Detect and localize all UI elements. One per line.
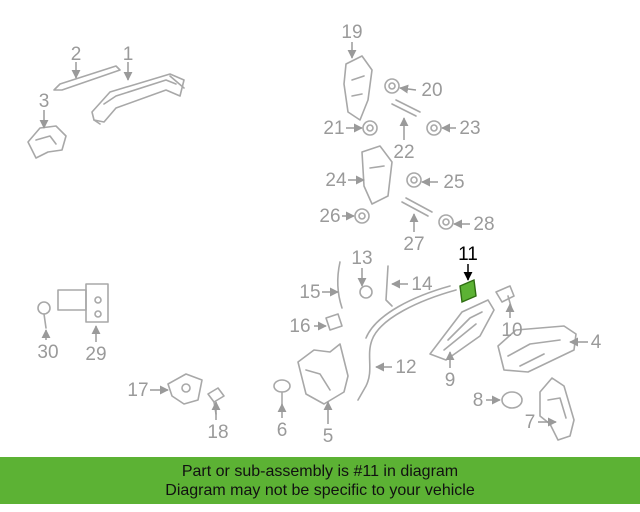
callout-21: 21 xyxy=(323,118,344,139)
part-5-cover xyxy=(297,343,349,405)
part-2-seal xyxy=(53,65,121,91)
part-23-nut xyxy=(426,120,442,136)
callout-8: 8 xyxy=(473,390,484,411)
part-30-bolt xyxy=(37,301,51,329)
banner-line-disclaimer: Diagram may not be specific to your vehi… xyxy=(165,481,475,499)
callout-25: 25 xyxy=(443,172,464,193)
part-19-reinforcement xyxy=(343,55,373,121)
callout-4: 4 xyxy=(591,332,602,353)
banner-line-part-info: Part or sub-assembly is #11 in diagram xyxy=(181,462,459,480)
callout-12: 12 xyxy=(395,357,416,378)
callout-30: 30 xyxy=(37,342,58,363)
callout-15: 15 xyxy=(299,282,320,303)
callout-9: 9 xyxy=(445,370,456,391)
part-3-bezel xyxy=(27,125,67,159)
callout-18: 18 xyxy=(207,422,228,443)
callout-2: 2 xyxy=(71,44,82,65)
part-28-nut xyxy=(438,214,454,230)
part-21-nut xyxy=(362,120,378,136)
callout-6: 6 xyxy=(277,420,288,441)
callout-22: 22 xyxy=(393,142,414,163)
info-banner: Part or sub-assembly is #11 in diagram D… xyxy=(0,457,640,504)
part-20-bolt xyxy=(384,78,400,94)
part-17-bracket xyxy=(167,373,203,405)
part-11-switch-highlighted xyxy=(459,278,477,304)
part-16-clip xyxy=(325,313,343,331)
callout-3: 3 xyxy=(39,91,50,112)
callout-7: 7 xyxy=(525,412,536,433)
part-6-grommet xyxy=(273,379,291,405)
callout-28: 28 xyxy=(473,214,494,235)
callout-24: 24 xyxy=(325,170,347,191)
part-24-hinge-plate xyxy=(361,145,393,205)
part-25-bolt xyxy=(406,172,422,188)
callout-10: 10 xyxy=(501,320,522,341)
part-10-screw xyxy=(495,285,515,311)
callout-14: 14 xyxy=(411,274,433,295)
part-7-bracket xyxy=(539,377,575,441)
callout-16: 16 xyxy=(289,316,310,337)
part-27-stud xyxy=(401,197,433,217)
callout-11-highlighted: 11 xyxy=(458,244,478,265)
callout-29: 29 xyxy=(85,344,106,365)
callout-20: 20 xyxy=(421,80,442,101)
part-9-inner-handle xyxy=(429,299,495,361)
callout-17: 17 xyxy=(127,380,148,401)
part-29-door-check xyxy=(57,283,109,323)
callout-19: 19 xyxy=(341,22,362,43)
part-26-nut xyxy=(354,208,370,224)
callout-1: 1 xyxy=(123,44,134,65)
callout-23: 23 xyxy=(459,118,480,139)
callout-26: 26 xyxy=(319,206,340,227)
part-13-clip xyxy=(359,285,373,299)
callout-13: 13 xyxy=(351,248,372,269)
parts-diagram: 1 2 3 4 5 6 7 8 9 10 11 12 13 14 15 16 1… xyxy=(27,22,602,447)
part-1-door-handle xyxy=(91,73,185,125)
part-22-stud xyxy=(391,99,421,117)
callout-labels: 1 2 3 4 5 6 7 8 9 10 11 12 13 14 15 16 1… xyxy=(37,22,601,447)
part-14-rod xyxy=(385,265,393,307)
leader-lines xyxy=(39,42,588,427)
part-15-rod xyxy=(337,261,343,309)
part-12-cable xyxy=(357,285,457,401)
callout-5: 5 xyxy=(323,426,334,447)
callout-27: 27 xyxy=(403,234,424,255)
part-8-plug xyxy=(501,391,523,409)
